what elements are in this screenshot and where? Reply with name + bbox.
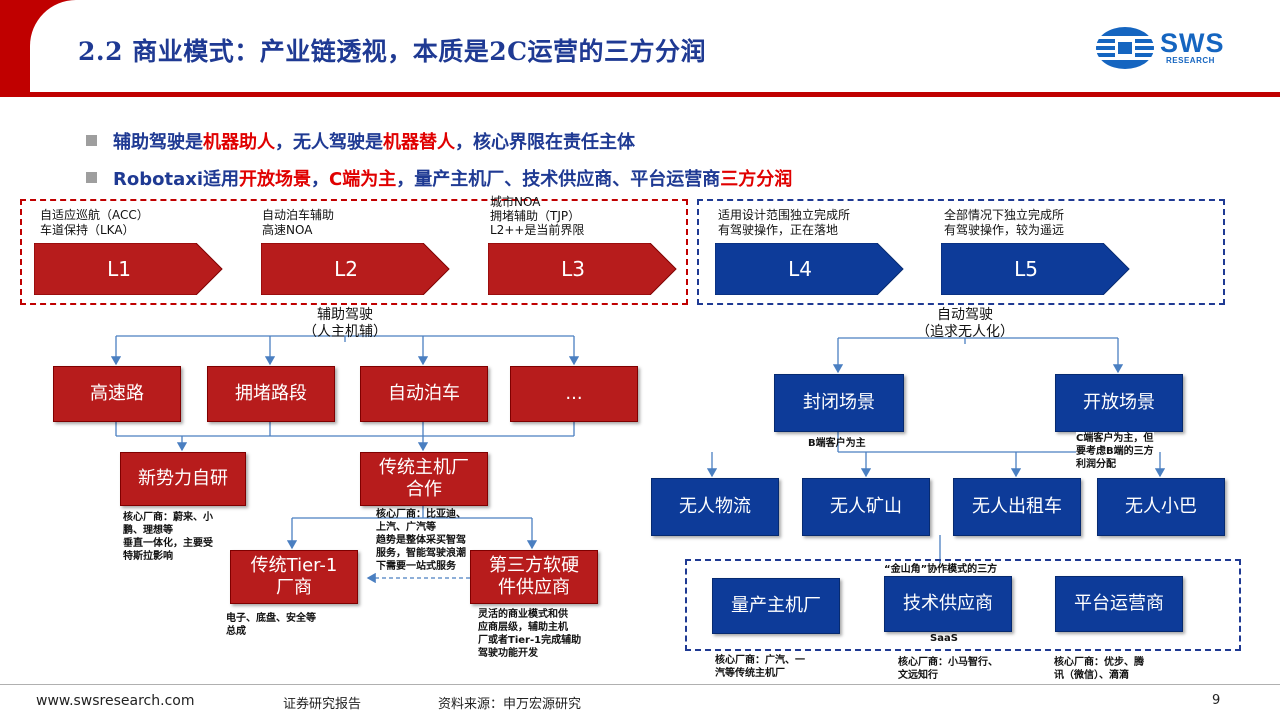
third-party-box: 第三方软硬件供应商 (470, 550, 598, 604)
app-logistics-box: 无人物流 (651, 478, 779, 536)
app-mining-box: 无人矿山 (802, 478, 930, 536)
traditional-oem-note: 核心厂商：比亚迪、上汽、广汽等趋势是整体采买智驾服务，智能驾驶浪潮下需要一站式服… (376, 509, 466, 572)
header-background (30, 0, 1110, 92)
third-party-note: 灵活的商业模式和供应商层级，辅助主机厂或者Tier-1完成辅助驾驶功能开发 (478, 609, 582, 659)
app-robotaxi-box: 无人出租车 (953, 478, 1081, 536)
level-arrow-l3 (488, 243, 677, 295)
level-label-l4: L4 (788, 257, 812, 281)
closed-scene-box: 封闭场景 (774, 374, 904, 432)
bullet-2-p2: ， (311, 169, 330, 190)
bullet-2: Robotaxi适用开放场景，C端为主，量产主机厂、技术供应商、平台运营商三方分… (86, 165, 792, 191)
level-arrow-l4 (715, 243, 904, 295)
tech-supplier-box: 技术供应商 (884, 576, 1012, 632)
sws-logo-icon (1095, 27, 1155, 69)
bullet-1-p0: 辅助驾驶是 (113, 132, 203, 153)
scene-parking: 自动泊车 (360, 366, 488, 422)
level-label-l5: L5 (1014, 257, 1038, 281)
new-force-note: 核心厂商：蔚来、小鹏、理想等垂直一体化，主要受特斯拉影响 (123, 512, 213, 562)
scene-highway: 高速路 (53, 366, 181, 422)
l2-desc: 自动泊车辅助高速NOA (262, 208, 335, 237)
level-arrow-l5 (941, 243, 1130, 295)
footer-source: 资料来源：申万宏源研究 (438, 697, 582, 712)
footer-divider (0, 684, 1280, 685)
golden-triangle-frame (685, 559, 1241, 651)
bullet-2-p3: C端为主 (329, 169, 397, 190)
level-label-l1: L1 (107, 257, 131, 281)
platform-operator-box: 平台运营商 (1055, 576, 1183, 632)
footer-website-link[interactable]: www.swsresearch.com (36, 693, 195, 709)
bullet-1-p1: 机器助人 (203, 132, 275, 153)
bullet-2-p0: Robotaxi适用 (113, 169, 240, 190)
new-force-box: 新势力自研 (120, 452, 246, 506)
logo-subtext: RESEARCH (1166, 56, 1215, 65)
logo-wordmark: SWS (1160, 28, 1225, 58)
bullet-square-icon (86, 135, 97, 146)
auto-levels-frame (697, 199, 1225, 305)
l5-desc: 全部情况下独立完成所有驾驶操作，较为遥远 (944, 208, 1065, 237)
bullet-1: 辅助驾驶是机器助人，无人驾驶是机器替人，核心界限在责任主体 (86, 128, 635, 154)
assist-levels-frame (20, 199, 688, 305)
open-scene-box: 开放场景 (1055, 374, 1183, 432)
header-red-line (0, 92, 1280, 97)
golden-triangle-label: “金山角”协作模式的三方 (884, 563, 998, 576)
level-arrow-l2 (261, 243, 450, 295)
app-minibus-box: 无人小巴 (1097, 478, 1225, 536)
assist-title: 辅助驾驶（人主机辅） (303, 307, 387, 340)
platform-operator-note: 核心厂商：优步、腾讯（微信）、滴滴 (1054, 657, 1144, 681)
bullet-2-p4: ，量产主机厂、技术供应商、平台运营商 (396, 169, 721, 190)
scene-more: ... (510, 366, 638, 422)
closed-scene-note: B端客户为主 (808, 438, 866, 449)
bullet-2-p5: 三方分润 (720, 169, 793, 190)
level-arrow-l1 (34, 243, 223, 295)
footer-doc-type: 证券研究报告 (283, 697, 362, 712)
scene-congestion: 拥堵路段 (207, 366, 335, 422)
bullet-square-icon (86, 172, 97, 183)
saas-label: SaaS (930, 633, 958, 644)
bullet-2-p1: 开放场景 (239, 169, 312, 190)
page-number: 9 (1212, 693, 1221, 708)
bullet-1-p3: 机器替人 (383, 132, 455, 153)
oem-box: 量产主机厂 (712, 578, 840, 634)
level-label-l2: L2 (334, 257, 358, 281)
tech-supplier-note: 核心厂商：小马智行、文远知行 (898, 657, 998, 681)
level-label-l3: L3 (561, 257, 585, 281)
open-scene-note: C端客户为主，但要考虑B端的三方利润分配 (1076, 432, 1154, 471)
auto-title: 自动驾驶（追求无人化） (916, 307, 1014, 340)
bullet-1-p2: ，无人驾驶是 (275, 132, 383, 153)
l1-desc: 自适应巡航（ACC）车道保持（LKA） (40, 208, 149, 237)
bullet-1-p4: ，核心界限在责任主体 (455, 132, 635, 153)
oem-note: 核心厂商：广汽、一汽等传统主机厂 (715, 655, 805, 679)
tier1-note: 电子、底盘、安全等总成 (226, 613, 316, 637)
traditional-oem-box: 传统主机厂合作 (360, 452, 488, 506)
page-title: 2.2 商业模式：产业链透视，本质是2C运营的三方分润 (78, 37, 706, 66)
l4-desc: 适用设计范围独立完成所有驾驶操作，正在落地 (718, 208, 851, 237)
